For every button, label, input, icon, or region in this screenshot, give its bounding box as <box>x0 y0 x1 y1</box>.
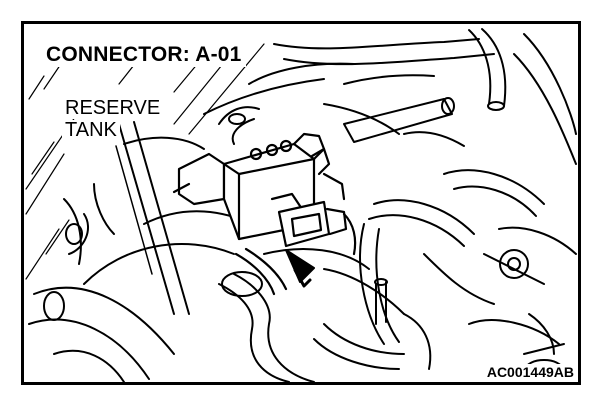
hood-lines <box>248 62 465 147</box>
figure-code: AC001449AB <box>484 364 576 380</box>
left-pipes <box>28 121 190 382</box>
upper-hoses <box>273 28 577 165</box>
reserve-tank-label-line2: TANK <box>62 120 120 141</box>
reserve-tank-label-line1: RESERVE <box>62 98 164 119</box>
leader-lines <box>115 145 153 275</box>
figure-frame: CONNECTOR: A-01 RESERVE TANK AC001449AB <box>21 21 581 385</box>
engine-illustration <box>25 28 577 382</box>
tank-hatching <box>25 43 265 280</box>
connector-arrow <box>285 249 315 288</box>
right-hoses <box>323 169 577 379</box>
sensor-assembly <box>172 132 357 296</box>
figure-title: CONNECTOR: A-01 <box>44 43 246 67</box>
